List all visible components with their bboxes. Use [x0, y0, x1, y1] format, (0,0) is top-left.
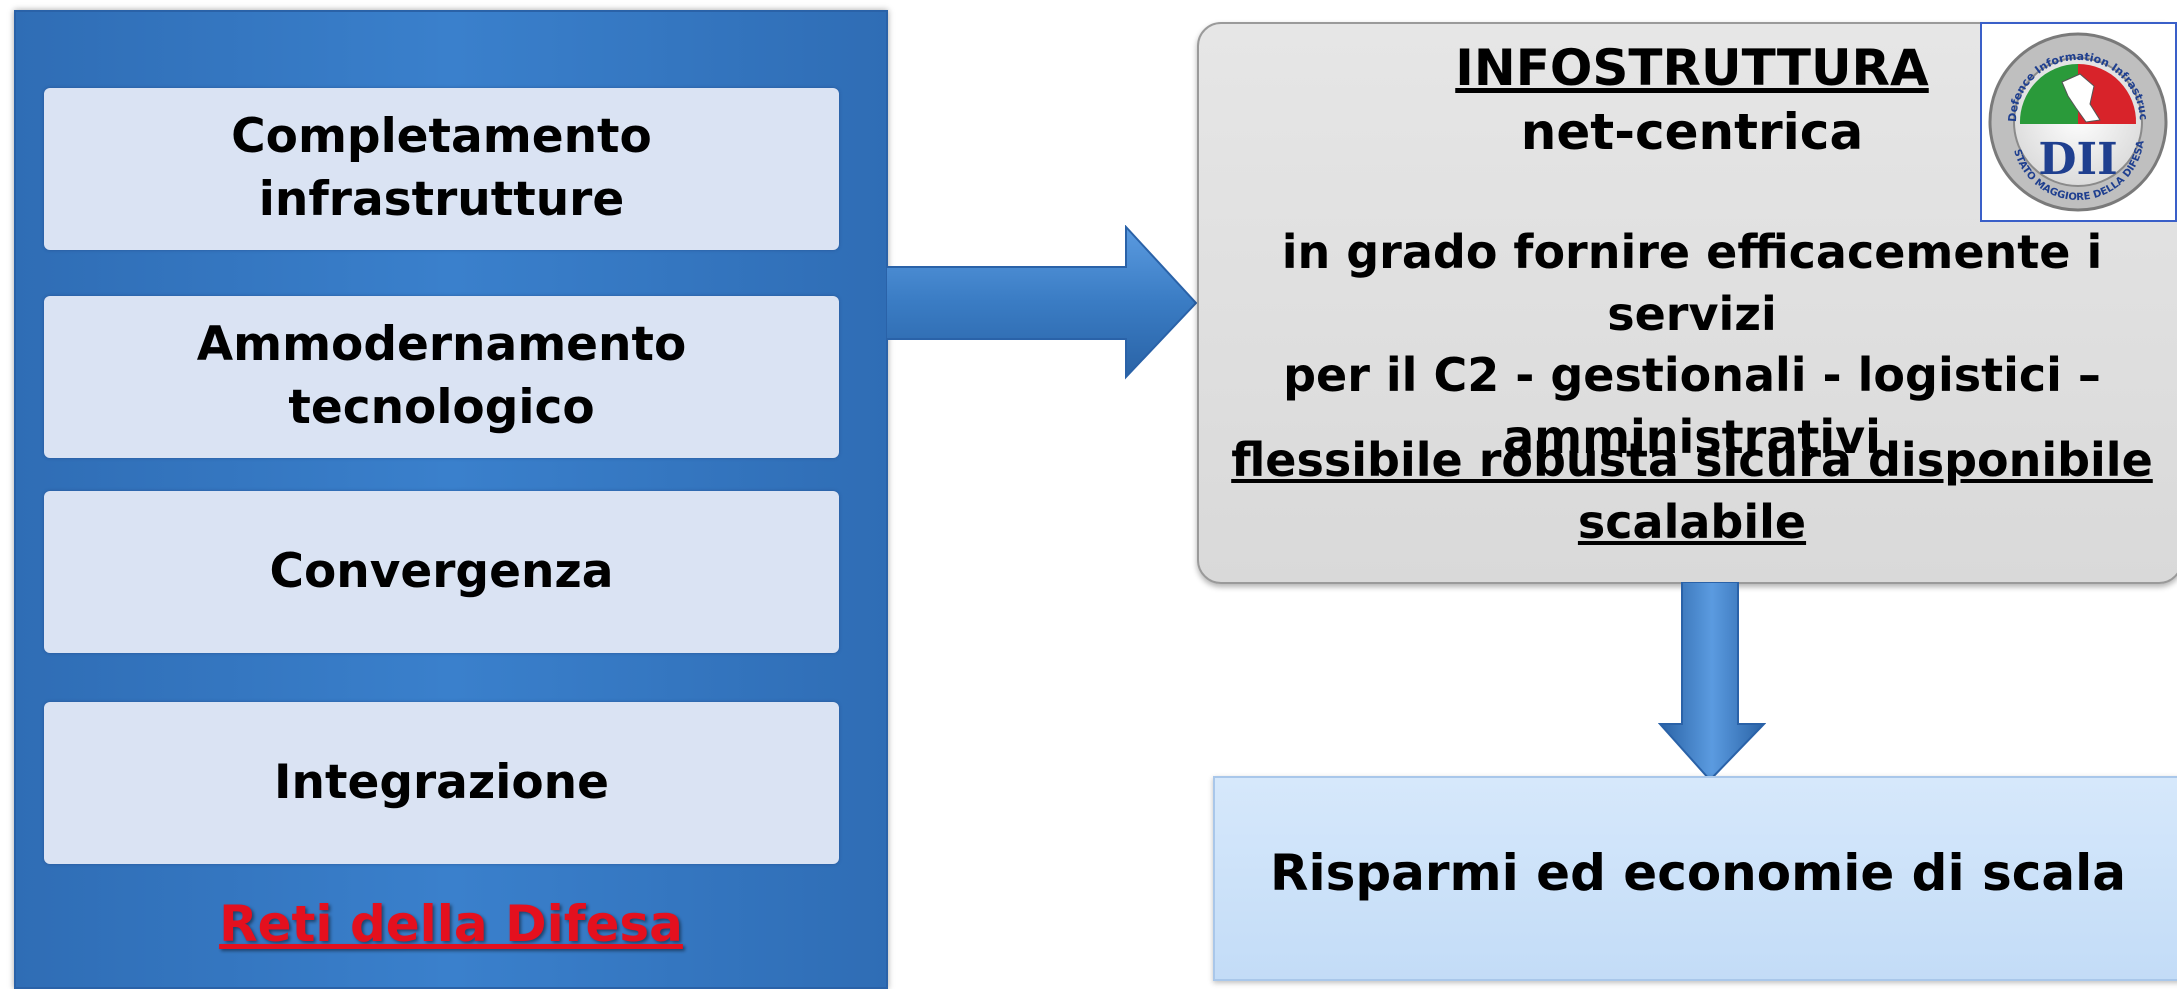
result-label: Risparmi ed economie di scala [1269, 844, 2127, 902]
arrow-right-icon [886, 225, 1198, 380]
item-integrazione: Integrazione [44, 702, 839, 864]
infostructure-title: INFOSTRUTTURA [1455, 39, 1929, 97]
infostructure-description: in grado fornire efficacemente i servizi… [1281, 225, 2103, 464]
item-ammodernamento-tecnologico: Ammodernamento tecnologico [44, 296, 839, 458]
result-box [1213, 776, 2177, 981]
dii-seal-icon: Defence Information Infrastructure STATO… [1978, 14, 2168, 212]
infostructure-subtitle: net-centrica [1520, 103, 1864, 161]
arrow-down-icon [1658, 582, 1766, 782]
logo-monogram: DII [2038, 134, 2117, 185]
infostructure-properties: flessibile robusta sicura disponibile sc… [1231, 433, 2153, 549]
item-convergenza: Convergenza [44, 491, 839, 653]
item-completamento-infrastrutture: Completamento infrastrutture [44, 88, 839, 250]
panel-title: Reti della Difesa [219, 895, 683, 953]
dii-logo: Defence Information Infrastructure STATO… [1978, 14, 2177, 222]
